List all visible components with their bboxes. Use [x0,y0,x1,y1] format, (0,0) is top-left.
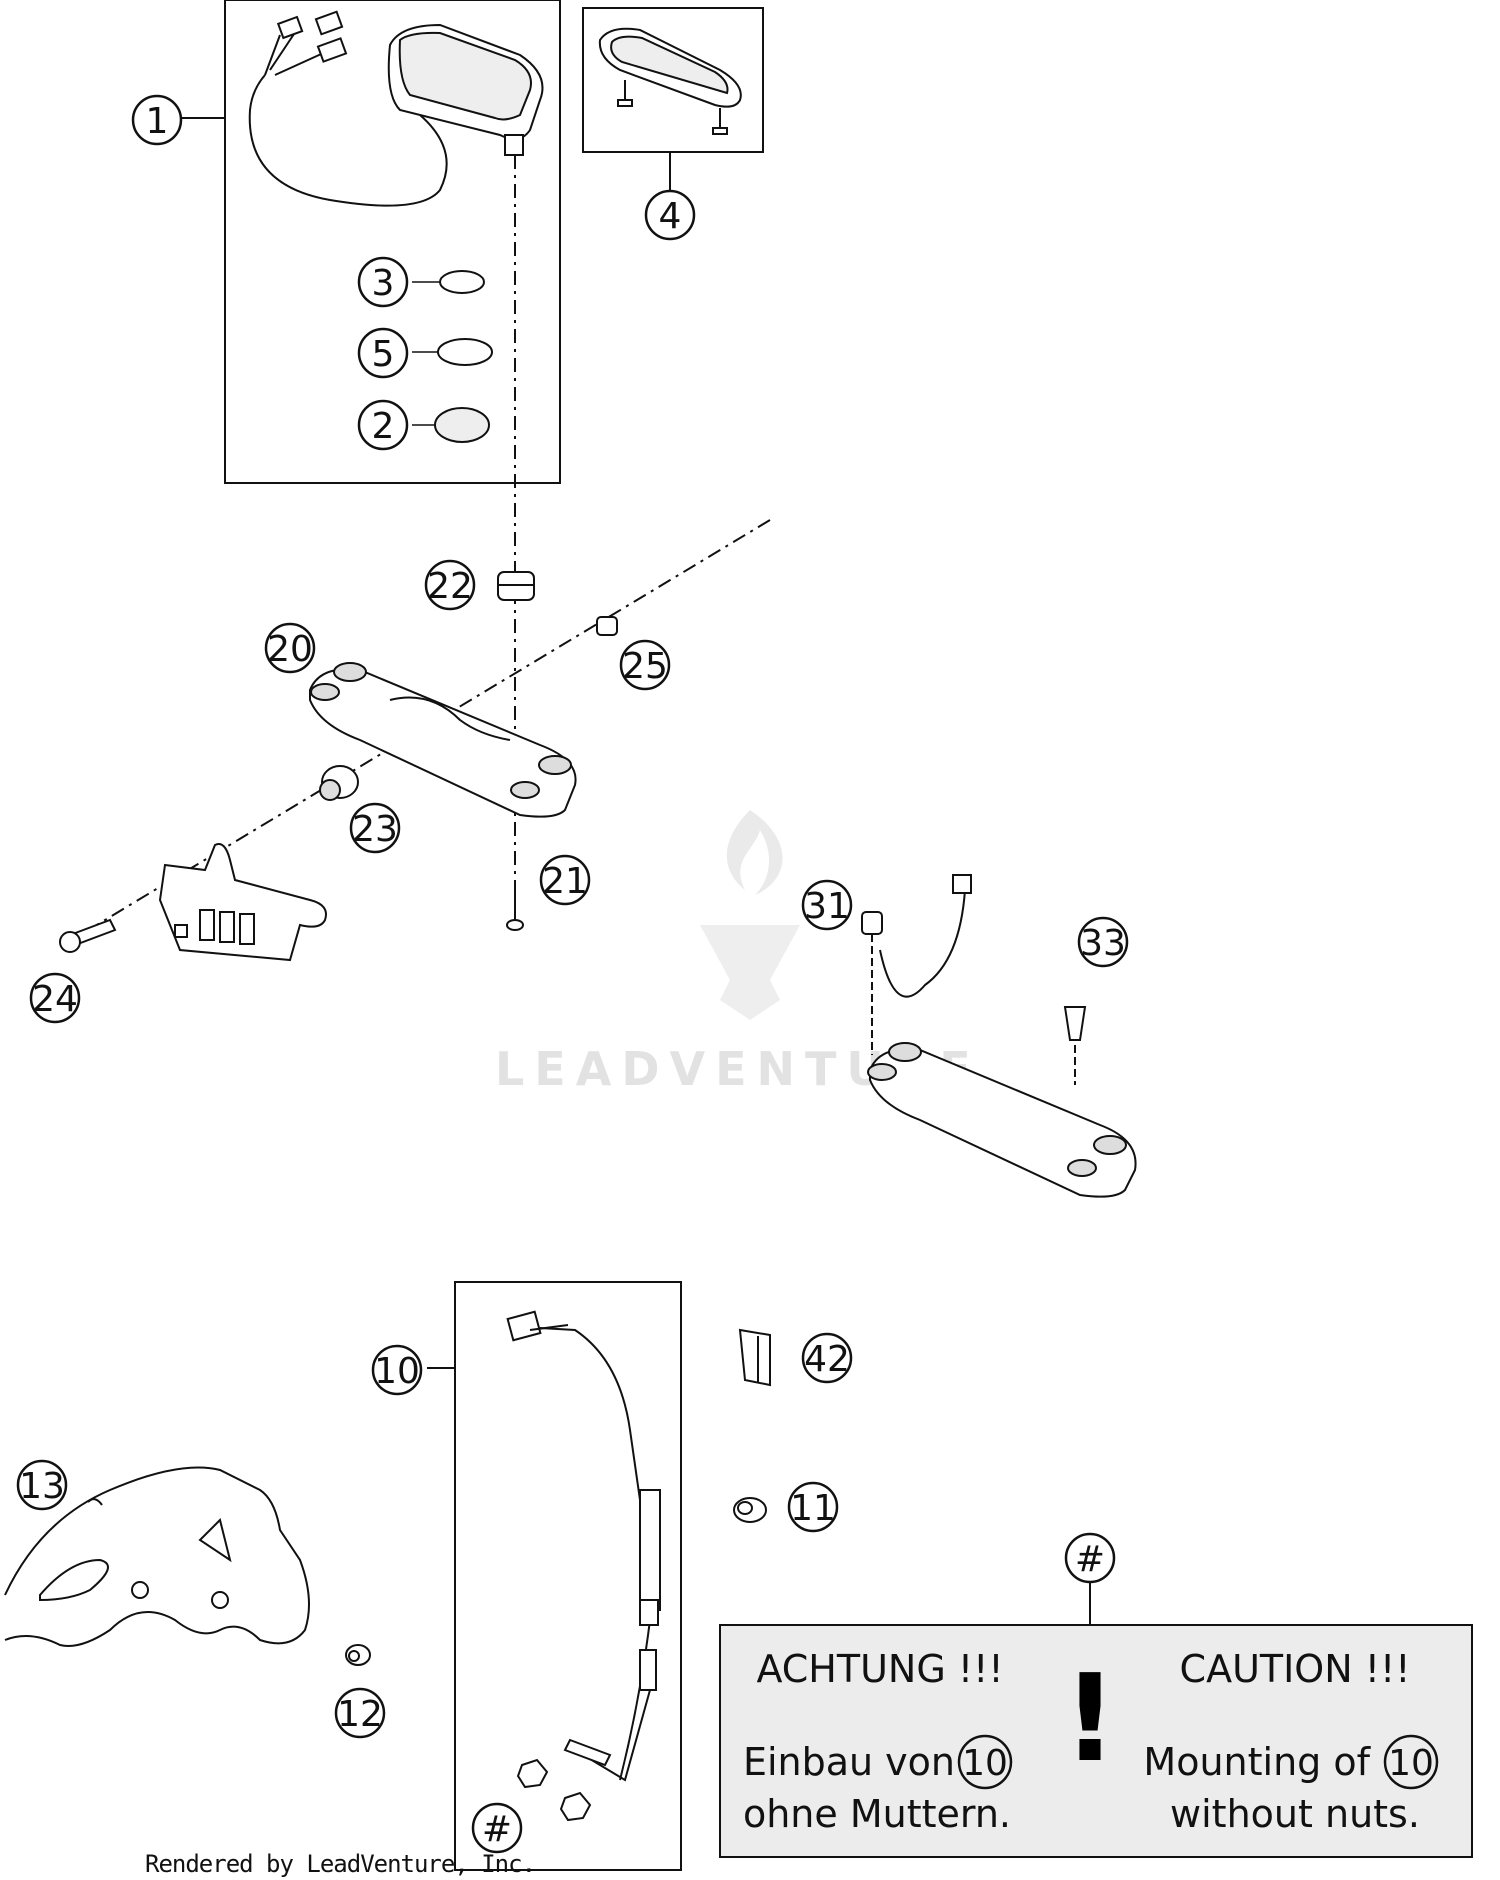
caution-de-ref: 10 [962,1743,1008,1784]
disc-guard-part [4,1466,310,1647]
part-20-bracket [309,662,577,818]
part-33-plug [1063,1006,1087,1085]
caution-en-heading: CAUTION !!! [1180,1647,1411,1691]
callout-12: 12 [337,1694,383,1735]
part-22-grommet [497,571,535,601]
callout-5: 5 [372,334,395,375]
part-12-bushing [345,1644,371,1666]
callout-hash-top: # [1075,1539,1105,1580]
caution-en-line2: without nuts. [1170,1792,1420,1836]
speedometer-part [248,10,544,207]
caution-box [719,1624,1473,1858]
callout-20: 20 [267,629,313,670]
callout-3: 3 [372,263,395,304]
callout-hash-bottom: # [482,1809,512,1850]
part-21-screw [506,890,524,931]
callout-23: 23 [352,809,398,850]
part-31-indicator-light [861,874,972,1055]
callout-2: 2 [372,406,395,447]
caution-en-line1: Mounting of [1143,1740,1371,1784]
caution-de-heading: ACHTUNG !!! [756,1647,1003,1691]
part-42-clip [738,1328,771,1387]
part-5-seal [437,338,493,366]
part-24-bolt [59,918,117,953]
part-2-nut [434,407,490,443]
callout-13: 13 [19,1466,65,1507]
caution-en-ref: 10 [1388,1743,1434,1784]
callout-1: 1 [146,101,169,142]
footer-credit: Rendered by LeadVenture, Inc. [145,1850,536,1878]
group-box-cover [582,7,764,153]
callout-25: 25 [622,646,668,687]
caution-de-line2: ohne Muttern. [743,1792,1011,1836]
part-23-grommet [319,765,359,801]
part-3-cap [439,270,485,294]
callout-4: 4 [659,196,682,237]
part-13-circlip [87,1498,103,1506]
assembly-axis-diagonal [79,519,771,936]
caution-exclamation-icon: ! [1063,1650,1118,1789]
callout-21: 21 [542,861,588,902]
part-25-spacer [596,616,618,636]
callout-42: 42 [804,1339,850,1380]
callout-33: 33 [1080,923,1126,964]
mounting-plate [158,843,327,962]
cover-part [598,27,742,135]
callout-11: 11 [790,1488,836,1529]
sensor-cable-part [506,1310,661,1782]
part-11-clamp [733,1497,767,1523]
callout-10: 10 [374,1351,420,1392]
caution-de-line1: Einbau von [743,1740,955,1784]
callout-22: 22 [427,566,473,607]
group-box-sensor-cable [454,1281,682,1871]
group-box-speedometer [224,0,561,484]
alt-bracket [867,1042,1137,1198]
sensor-nuts [516,1758,592,1822]
callout-24: 24 [32,979,78,1020]
callout-31: 31 [804,886,850,927]
